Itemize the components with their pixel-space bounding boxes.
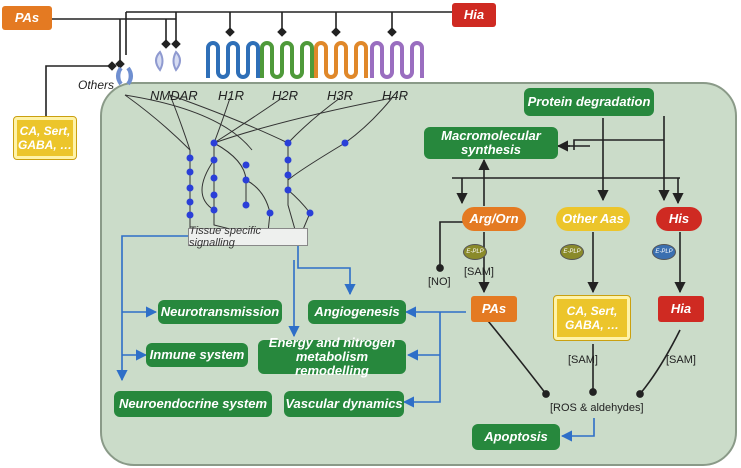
apoptosis-box: Apoptosis <box>472 424 560 450</box>
nmdar-receptor <box>155 50 181 72</box>
enzyme-plp-other: E-PLP <box>560 244 584 260</box>
effect-arrows <box>116 235 595 442</box>
sam-label-other: [SAM] <box>568 354 598 366</box>
protein-degradation-label: Protein degradation <box>527 94 651 109</box>
energy-metabolism-box: Energy and nitrogen metabolism remodelli… <box>258 336 406 378</box>
signalling-nodes <box>186 139 349 219</box>
energy-metabolism-label: Energy and nitrogen metabolism remodelli… <box>268 335 396 378</box>
hia-top-label: Hia <box>463 7 485 22</box>
sam-label-arg: [SAM] <box>464 266 494 278</box>
sam-label-his: [SAM] <box>666 354 696 366</box>
ca-group-label: CA, Sert, GABA, … <box>565 304 619 332</box>
receptor-label-h2r: H2R <box>272 88 299 103</box>
pas-top-label: PAs <box>14 10 40 25</box>
immune-system-box: Inmune system <box>146 343 248 367</box>
pas-label: PAs <box>481 301 507 316</box>
macromolecular-synthesis-label: Macromolecular synthesis <box>441 128 541 157</box>
pas-top-box: PAs <box>2 6 52 30</box>
arg-orn-label: Arg/Orn <box>469 211 519 226</box>
his-box: His <box>656 207 702 231</box>
ca-group-top-label: CA, Sert, GABA, … <box>18 124 72 152</box>
hia-label: Hia <box>670 301 692 316</box>
ca-group-box: CA, Sert, GABA, … <box>553 295 631 341</box>
angiogenesis-box: Angiogenesis <box>308 300 406 324</box>
neuroendocrine-box: Neuroendocrine system <box>114 391 272 417</box>
apoptosis-label: Apoptosis <box>484 429 548 444</box>
other-aas-label: Other Aas <box>562 211 624 226</box>
other-aas-box: Other Aas <box>556 207 630 231</box>
others-receptor <box>116 66 133 86</box>
receptor-label-nmdar: NMDAR <box>150 88 198 103</box>
others-label: Others <box>78 78 115 92</box>
immune-system-label: Inmune system <box>149 347 245 362</box>
metabolic-arrows <box>436 116 686 398</box>
macromolecular-synthesis-box: Macromolecular synthesis <box>424 127 558 159</box>
receptor-label-h4r: H4R <box>382 88 409 103</box>
his-label: His <box>668 211 690 226</box>
arg-orn-box: Arg/Orn <box>462 207 526 231</box>
pas-box: PAs <box>471 296 517 322</box>
tissue-signalling-box: Tissue specific signalling <box>188 225 308 249</box>
ligand-lines <box>45 11 452 117</box>
angiogenesis-label: Angiogenesis <box>314 304 400 319</box>
hia-top-box: Hia <box>452 3 496 27</box>
no-label: [NO] <box>428 276 451 288</box>
receptor-label-h1r: H1R <box>218 88 245 103</box>
hia-box: Hia <box>658 296 704 322</box>
vascular-dynamics-label: Vascular dynamics <box>285 396 403 411</box>
signalling-network <box>124 94 393 234</box>
ros-aldehydes-label: [ROS & aldehydes] <box>550 402 644 414</box>
neurotransmission-label: Neurotransmission <box>160 304 280 319</box>
receptor-serpentines <box>206 41 424 79</box>
ca-group-top-box: CA, Sert, GABA, … <box>13 116 77 160</box>
neuroendocrine-label: Neuroendocrine system <box>118 396 268 411</box>
enzyme-plp-his: E-PLP <box>652 244 676 260</box>
receptor-label-h3r: H3R <box>327 88 354 103</box>
vascular-dynamics-box: Vascular dynamics <box>284 391 404 417</box>
protein-degradation-box: Protein degradation <box>524 88 654 116</box>
enzyme-plp-arg: E-PLP <box>463 244 487 260</box>
neurotransmission-box: Neurotransmission <box>158 300 282 324</box>
